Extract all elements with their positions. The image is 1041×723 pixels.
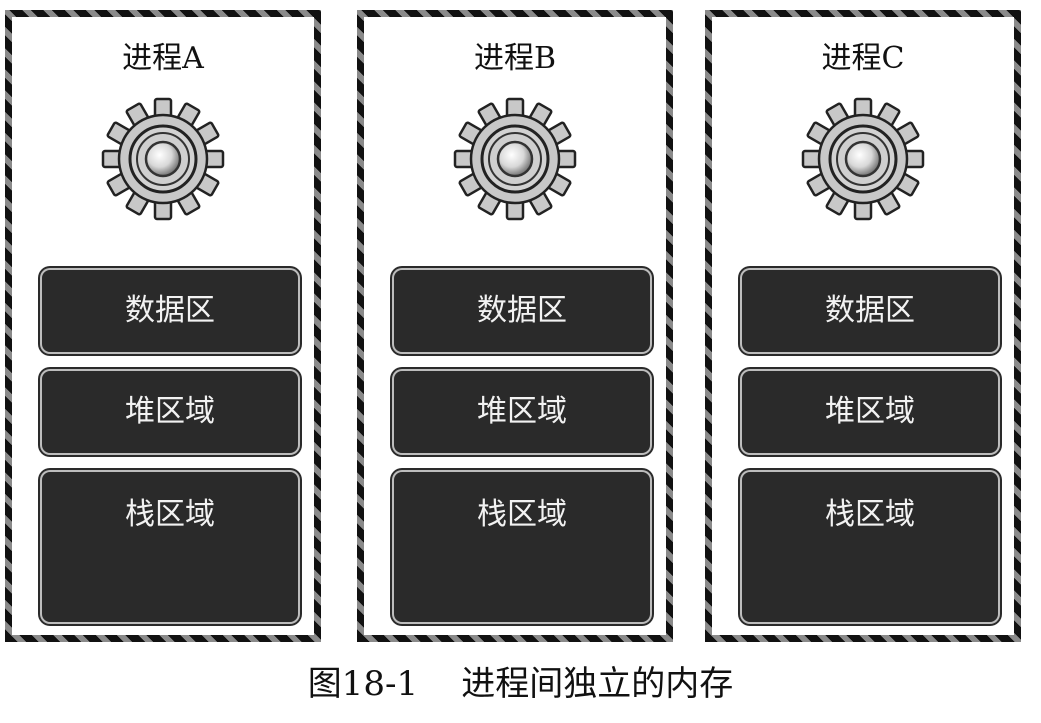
stack-region: 栈区域 [42,472,298,622]
figure-caption: 图18-1 进程间独立的内存 [307,664,734,704]
stack-region: 栈区域 [742,472,998,622]
process-panel-b: 进程B 数据区 堆区域 栈区域 [357,10,673,642]
process-title: 进程B [473,41,557,76]
process-title: 进程A [122,41,204,76]
gear-icon [101,97,225,221]
process-title: 进程C [821,41,905,76]
heap-region: 堆区域 [42,371,298,453]
data-region: 数据区 [394,270,650,352]
gear-icon [801,97,925,221]
stack-region: 栈区域 [394,472,650,622]
heap-region: 堆区域 [742,371,998,453]
heap-region: 堆区域 [394,371,650,453]
process-panel-a: 进程A 数据区 堆区域 栈区域 [5,10,321,642]
gear-icon [453,97,577,221]
data-region: 数据区 [742,270,998,352]
process-panel-c: 进程C 数据区 堆区域 栈区域 [705,10,1021,642]
data-region: 数据区 [42,270,298,352]
